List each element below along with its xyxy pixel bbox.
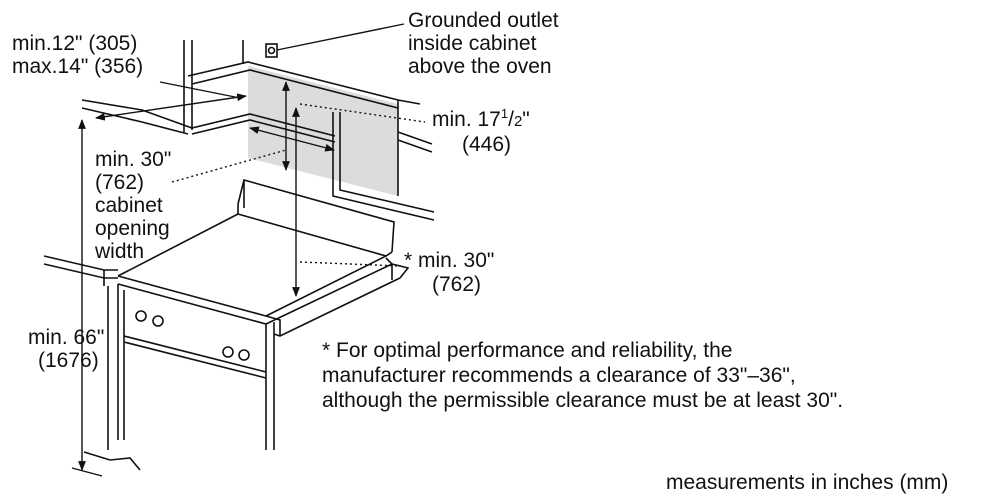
center-height-mm: (446) xyxy=(462,133,512,156)
outlet-label-line3: above the oven xyxy=(408,55,552,78)
width-label-line5: width xyxy=(95,240,145,263)
cabinet-shading xyxy=(248,66,398,196)
footnote-line2: manufacturer recommends a clearance of 3… xyxy=(322,364,796,387)
outlet-label-line1: Grounded outlet xyxy=(408,9,559,32)
outlet-label-line2: inside cabinet xyxy=(408,32,537,55)
depth-max-label: max.14" (356) xyxy=(12,55,144,78)
width-label-line3: cabinet xyxy=(95,194,163,217)
footnote-line1: * For optimal performance and reliabilit… xyxy=(322,339,733,362)
units-note: measurements in inches (mm) xyxy=(666,471,949,494)
center-height-fraction-den: 2 xyxy=(513,113,523,130)
countertop-left xyxy=(43,255,118,286)
center-height-inch-mark: " xyxy=(522,108,530,131)
footnote-line3: although the permissible clearance must … xyxy=(322,389,844,412)
dimension-lines xyxy=(71,23,426,477)
width-label-line2: (762) xyxy=(95,171,145,194)
clearance-label: * min. 30" xyxy=(404,249,495,272)
width-label-line4: opening xyxy=(95,217,170,240)
clearance-mm: (762) xyxy=(432,273,482,296)
depth-min-label: min.12" (305) xyxy=(12,32,138,55)
center-height-fraction-num: 1 xyxy=(500,106,509,121)
height-label-line2: (1676) xyxy=(38,349,99,372)
center-height-label: min. 171/2" xyxy=(432,106,530,131)
height-label-line1: min. 66" xyxy=(28,326,105,349)
center-height-min: min. 17 xyxy=(432,108,501,131)
upper-cabinet xyxy=(81,40,435,221)
width-label-line1: min. 30" xyxy=(95,148,172,171)
range-body xyxy=(83,179,410,471)
